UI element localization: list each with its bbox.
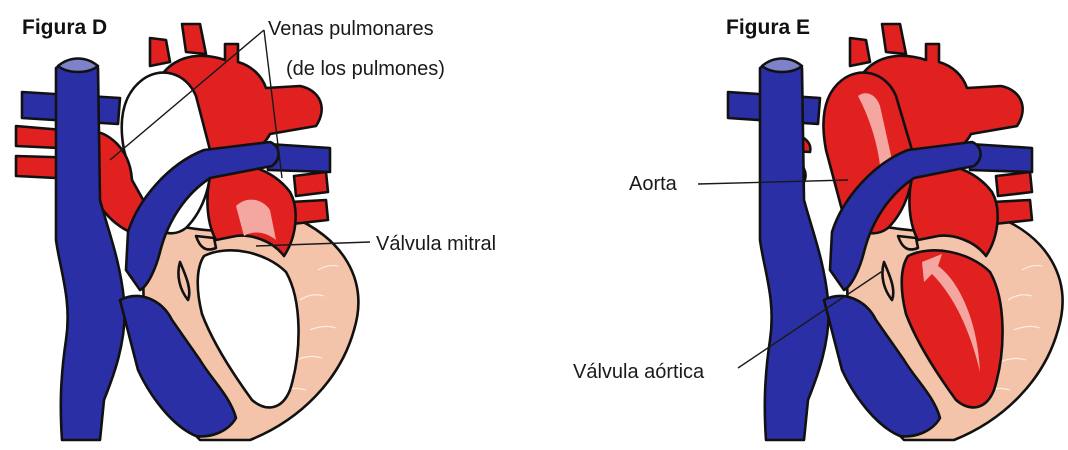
figure-d-label-pulmonary-veins-line1: Venas pulmonares [268, 18, 434, 40]
figure-d-aortic-branch-1 [150, 38, 170, 66]
figure-d-aortic-branch-2 [182, 24, 206, 54]
figure-e-vena-cava-top [762, 59, 802, 73]
figure-e-aortic-branch-1 [850, 38, 870, 66]
figure-e-pulmonary-vein-right-top [996, 172, 1032, 196]
figure-e-label-aorta: Aorta [629, 173, 678, 195]
figure-e-aortic-branch-2 [882, 24, 906, 54]
figure-d-label-pulmonary-veins-line2: (de los pulmones) [286, 58, 445, 80]
figure-d-title: Figura D [22, 16, 107, 39]
figure-e: Figura E [698, 16, 1063, 440]
figure-e-label-aortic-valve: Válvula aórtica [573, 361, 705, 383]
figure-d-pulmonary-vein-right-top [294, 172, 328, 196]
figure-d: Figura D [16, 16, 496, 440]
figure-d-label-mitral-valve: Válvula mitral [376, 233, 496, 255]
figure-e-title: Figura E [726, 16, 810, 39]
figure-d-vena-cava-top [58, 59, 98, 73]
